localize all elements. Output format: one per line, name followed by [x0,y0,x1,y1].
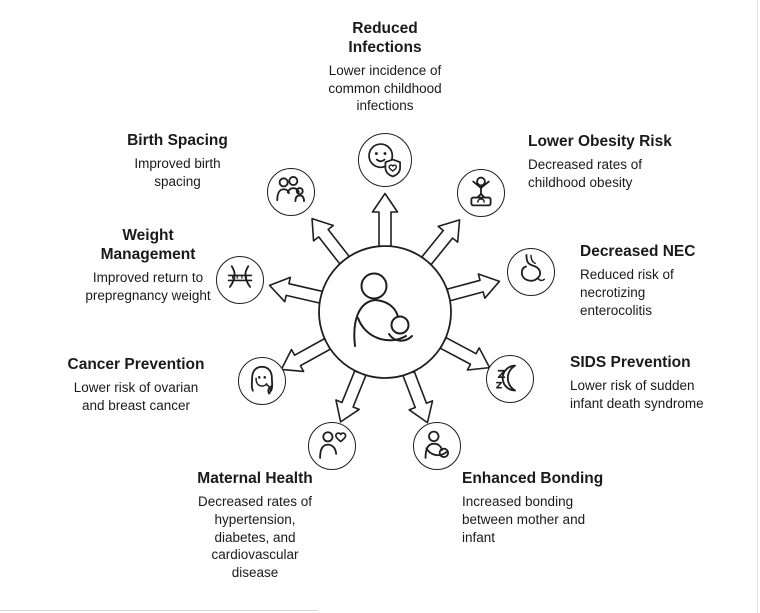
icon-art [319,431,347,459]
benefit-title: Birth Spacing [127,132,228,149]
benefit-decreased-nec: Decreased NEC Reduced risk of necrotizin… [580,243,750,319]
arrow-to-sids-prevention [439,336,491,371]
page-edge-bottom [0,610,318,611]
page-edge-right [757,0,758,613]
icon-art [470,176,492,207]
arrow-to-cancer-prevention [280,337,331,373]
benefit-description: Decreased rates of hypertension, diabete… [197,493,313,581]
arrow-to-lower-obesity-risk [421,219,461,266]
benefit-weight-management: Weight Management Improved return to pre… [48,227,248,304]
parent-holding-baby-icon [413,422,461,470]
benefit-title: Weight Management [100,227,196,263]
icon-art [276,176,305,203]
benefit-description: Lower incidence of common childhood infe… [328,62,442,114]
benefit-description: Increased bonding between mother and inf… [462,493,586,545]
baby-face-shield-icon [358,133,412,187]
benefit-reduced-infections: Reduced Infections Lower incidence of co… [285,20,485,115]
benefit-title: Cancer Prevention [67,356,205,373]
arrow-to-reduced-infections [371,192,399,247]
icon-art [368,143,401,178]
icon-art [495,364,516,392]
benefit-title: SIDS Prevention [570,354,691,371]
crescent-moon-sleep-icon [486,355,534,403]
person-on-scale-icon [457,169,505,217]
benefit-cancer-prevention: Cancer Prevention Lower risk of ovarian … [36,356,236,415]
benefit-enhanced-bonding: Enhanced Bonding Increased bonding betwe… [462,470,642,546]
benefit-description: Improved return to prepregnancy weight [85,269,211,303]
icon-art [424,430,450,459]
benefit-maternal-health: Maternal Health Decreased rates of hyper… [160,470,350,582]
icon-art [250,365,274,395]
benefit-description: Lower risk of ovarian and breast cancer [73,379,199,413]
arrow-to-enhanced-bonding [402,370,434,424]
benefit-title: Lower Obesity Risk [528,133,672,150]
mother-nursing-infant-icon [353,272,413,347]
benefit-title: Enhanced Bonding [462,470,604,487]
benefit-title: Decreased NEC [580,243,696,260]
hub-circle [318,245,452,379]
arrow-to-decreased-nec [446,273,501,302]
benefit-sids-prevention: SIDS Prevention Lower risk of sudden inf… [570,354,750,413]
benefit-title: Reduced Infections [348,20,422,56]
benefit-title: Maternal Health [197,470,313,487]
arrow-to-maternal-health [335,370,367,423]
icon-art [520,254,546,282]
benefit-birth-spacing: Birth Spacing Improved birth spacing [95,132,260,191]
benefit-lower-obesity-risk: Lower Obesity Risk Decreased rates of ch… [528,133,724,192]
woman-awareness-ribbon-icon [238,357,286,405]
arrow-to-weight-management [268,276,323,304]
stomach-icon [507,248,555,296]
waist-measuring-tape-icon [216,256,264,304]
family-icon [267,168,315,216]
benefit-description: Decreased rates of childhood obesity [528,156,643,190]
arrow-to-birth-spacing [311,217,350,265]
benefit-description: Reduced risk of necrotizing enterocoliti… [580,266,674,318]
person-with-heart-icon [308,422,356,470]
icon-art [227,265,253,288]
benefit-description: Improved birth spacing [134,155,221,189]
benefit-description: Lower risk of sudden infant death syndro… [570,377,704,411]
